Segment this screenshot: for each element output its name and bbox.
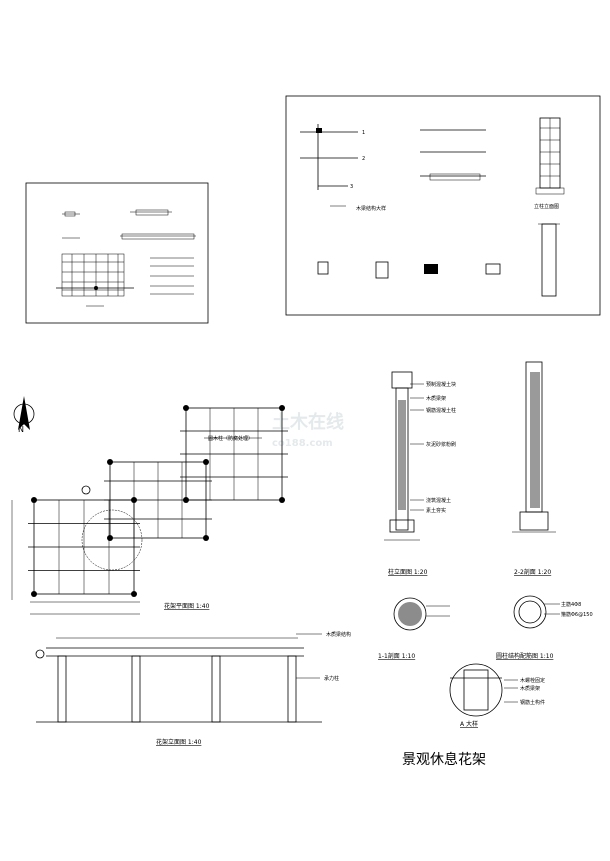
rebar-note-2: 箍筋Φ6@150 [561,611,593,618]
detail-a-note-1: 木螺栓固定 [520,677,545,684]
section-2-2: 2-2剖面 1:20 [512,361,556,576]
detail-a: 木螺栓固定 木质梁架 钢筋土构件 A 大样 [449,663,545,728]
plan-title: 花架平面图 1:40 [164,602,210,610]
section-1-1-title: 1-1剖面 1:10 [378,652,415,660]
north-arrow-icon: N [13,396,35,434]
watermark-url: co188.com [272,438,333,449]
detail-label-3: 3 [350,184,353,190]
section-1-1: 1-1剖面 1:10 [378,597,450,660]
elevation-beam-note: 木质梁结构 [326,631,351,638]
plan-column-marker [107,535,113,541]
plan-column-marker [203,459,209,465]
plan-column-marker [131,497,137,503]
plan-column-marker [279,405,285,411]
col-note-4: 灰泥砂浆粉刷 [426,441,456,448]
north-label: N [18,425,24,434]
detail-label-2: 2 [362,156,365,162]
top-left-sheet-frame [25,182,209,324]
plan-column-marker [107,459,113,465]
column-elevation: 柱立面图 1:20 [384,371,428,576]
plan-column-marker [183,405,189,411]
col-note-6: 素土夯实 [426,507,446,514]
drawing-main-title: 景观休息花架 [402,751,486,768]
watermark: 土木在线 co188.com [272,411,344,449]
col-note-1: 预制混凝土块 [426,381,456,388]
elevation-title: 花架立面图 1:40 [156,738,202,746]
col-note-5: 浇筑混凝土 [426,497,451,504]
column-elevation-notes: 预制混凝土块 木质梁架 钢筋混凝土柱 灰泥砂浆粉刷 浇筑混凝土 素土夯实 [410,381,456,514]
plan-column-marker [31,591,37,597]
plan-column-note: 圆木柱（防腐处理） [208,435,253,442]
detail-a-note-2: 木质梁架 [520,685,540,692]
rebar-note-1: 主筋4Φ8 [561,601,581,608]
column-rebar-section: 主筋4Φ8 箍筋Φ6@150 圆柱结构配筋图 1:10 [496,595,593,660]
column-elevation-title: 柱立面图 1:20 [388,568,428,576]
detail-a-note-3: 钢筋土构件 [520,699,545,706]
section-2-2-title: 2-2剖面 1:20 [514,568,551,576]
plan-column-marker [203,535,209,541]
elevation-column-note: 承力柱 [324,675,339,682]
column-elevation-mini-title: 立柱立面图 [534,203,559,210]
col-note-3: 钢筋混凝土柱 [426,407,456,414]
plan-column-marker [279,497,285,503]
beam-detail-mini-title: 木梁结构大样 [356,205,386,212]
detail-a-title: A 大样 [460,720,478,728]
detail-label-1: 1 [362,130,365,136]
pergola-plan: 圆木柱（防腐处理） 花架平面图 1:40 [11,405,288,615]
plan-column-marker [131,591,137,597]
plan-column-marker [31,497,37,503]
top-right-sheet-frame: 1 2 3 立柱立面图 木梁结构大样 [285,95,601,316]
column-joint-title: 圆柱结构配筋图 1:10 [496,652,554,660]
col-note-2: 木质梁架 [426,395,446,402]
pergola-elevation: 木质梁结构 承力柱 花架立面图 1:40 [35,631,351,746]
watermark-text: 土木在线 [272,411,344,433]
